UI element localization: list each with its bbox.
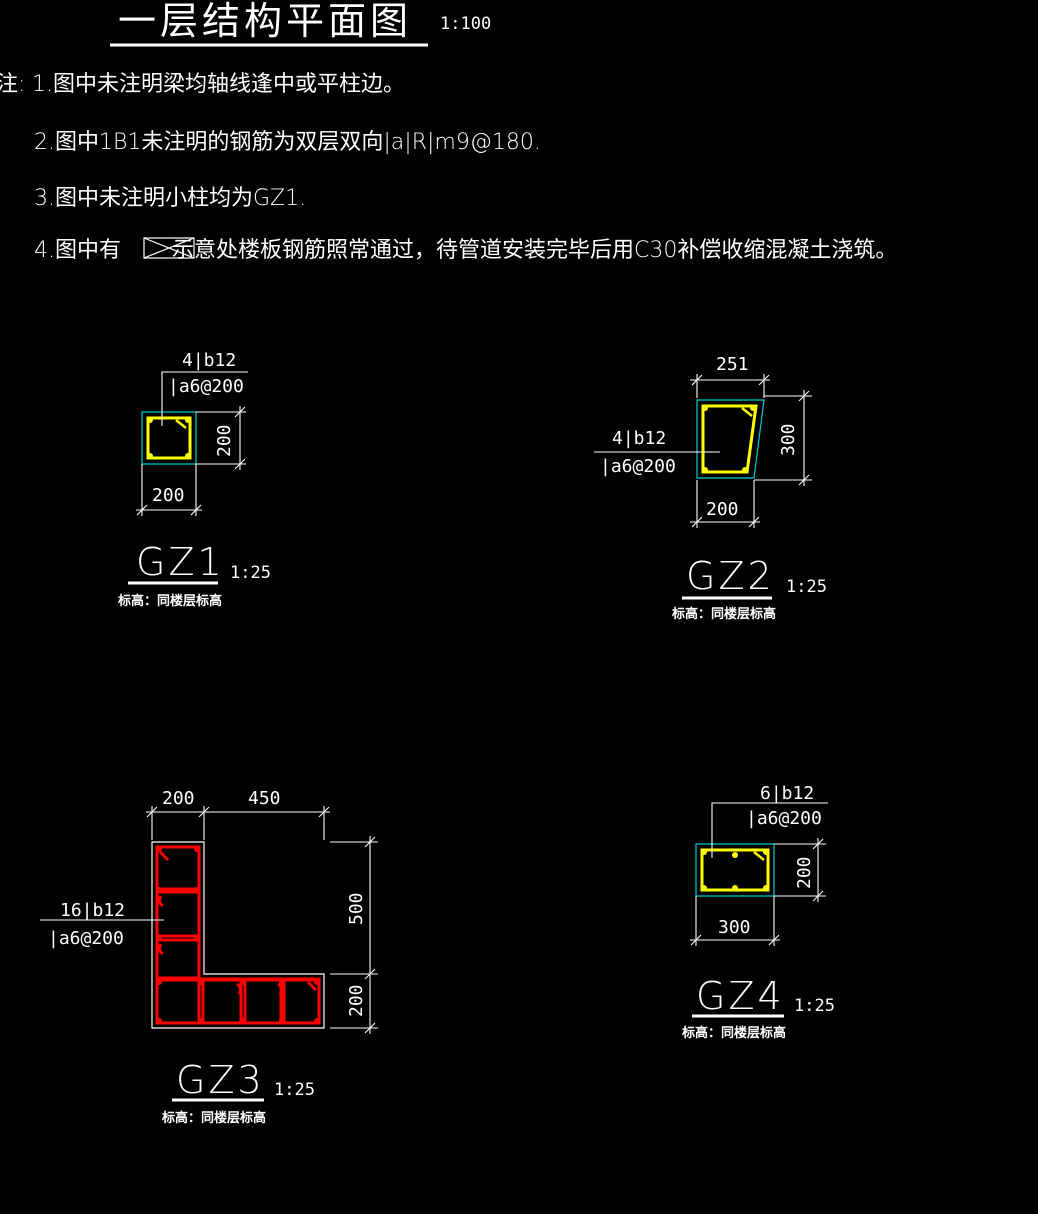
drawing-title: 一层结构平面图 <box>118 0 413 43</box>
note-3: 3.图中未注明小柱均为GZ1. <box>34 186 307 211</box>
gz4-outline <box>695 843 775 897</box>
gz2-main-rebar: 4|b12 <box>612 428 667 449</box>
note-1: 1.图中未注明梁均轴线逢中或平柱边。 <box>32 72 405 97</box>
gz4-main-rebar: 6|b12 <box>760 783 815 804</box>
gz4-name: GZ4 <box>696 974 785 1018</box>
gz3-leg-width-label: 200 <box>162 788 195 809</box>
gz1-elevation: 标高：同楼层标高 <box>118 594 223 609</box>
gz4-scale: 1:25 <box>794 996 835 1016</box>
note-2: 2.图中1B1未注明的钢筋为双层双向|a|R|m9@180. <box>34 130 541 155</box>
gz2-scale: 1:25 <box>786 577 827 597</box>
gz2-stirrup: |a6@200 <box>600 456 676 477</box>
gz3-name: GZ3 <box>176 1058 265 1102</box>
gz2-bottom-width-label: 200 <box>706 499 739 520</box>
gz1-main-rebar: 4|b12 <box>182 350 237 371</box>
gz1-stirrup: |a6@200 <box>168 376 244 397</box>
gz3-outline <box>151 841 325 1029</box>
notes-prefix: 注: <box>0 72 26 97</box>
gz4-elevation: 标高：同楼层标高 <box>682 1026 787 1041</box>
gz1-section <box>136 371 248 516</box>
gz1-leader <box>161 371 248 426</box>
gz3-main-rebar: 16|b12 <box>60 900 126 921</box>
title-scale: 1:100 <box>440 14 492 34</box>
gz1-stirrup-line <box>146 416 192 460</box>
gz3-elevation: 标高：同楼层标高 <box>162 1111 267 1126</box>
gz2-name: GZ2 <box>686 554 775 598</box>
gz1-outline <box>141 411 197 465</box>
gz4-section <box>690 802 828 946</box>
gz1-name: GZ1 <box>136 540 225 584</box>
note-4-start: 4.图中有 <box>34 238 121 263</box>
gz4-stirrup: |a6@200 <box>746 808 822 829</box>
gz4-leader <box>711 802 828 858</box>
gz3-section <box>40 806 378 1034</box>
gz2-stirrup-line <box>701 404 758 474</box>
gz4-width-label: 300 <box>718 917 751 938</box>
gz3-stirrup: |a6@200 <box>48 928 124 949</box>
gz2-elevation: 标高：同楼层标高 <box>672 607 777 622</box>
gz2-top-width-label: 251 <box>716 354 749 375</box>
note-4-end: 示意处楼板钢筋照常通过，待管道安装完毕后用C30补偿收缩混凝土浇筑。 <box>172 238 898 263</box>
gz2-section <box>594 374 812 528</box>
gz1-width-label: 200 <box>152 485 185 506</box>
opening-symbol-icon <box>143 237 195 259</box>
gz3-flange-length-label: 450 <box>248 788 281 809</box>
gz1-scale: 1:25 <box>230 563 271 583</box>
gz3-scale: 1:25 <box>274 1080 315 1100</box>
